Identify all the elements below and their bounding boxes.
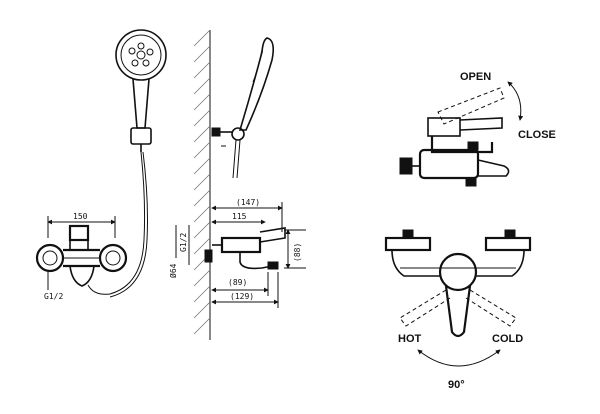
hot-cold-detail: HOT COLD 90° [384, 229, 532, 391]
mixer-side-view: (147) 115 G1/2 Ø64 (88) (89) (129) [168, 198, 306, 308]
close-label: CLOSE [518, 129, 556, 141]
thread-label: G1/2 [44, 292, 63, 301]
total-reach-label: (129) [230, 292, 254, 301]
hand-shower-side-view [211, 37, 274, 179]
mixer-front-view: 150 G1/2 [35, 212, 128, 301]
height-label: (88) [293, 243, 302, 262]
front-width-label: 150 [73, 212, 88, 221]
wall-section [193, 29, 211, 340]
hand-shower-front-view [87, 29, 167, 298]
overall-depth-label: (147) [236, 198, 260, 207]
hot-label: HOT [398, 333, 422, 345]
body-depth-label: 115 [232, 212, 247, 221]
spout-reach-label: (89) [228, 278, 247, 287]
open-close-detail: OPEN CLOSE [399, 71, 556, 187]
inlet-thread-label: G1/2 [179, 233, 188, 252]
rotation-angle-label: 90° [448, 379, 465, 391]
inlet-diameter-label: Ø64 [168, 263, 178, 278]
cold-label: COLD [492, 333, 523, 345]
open-label: OPEN [460, 71, 491, 83]
